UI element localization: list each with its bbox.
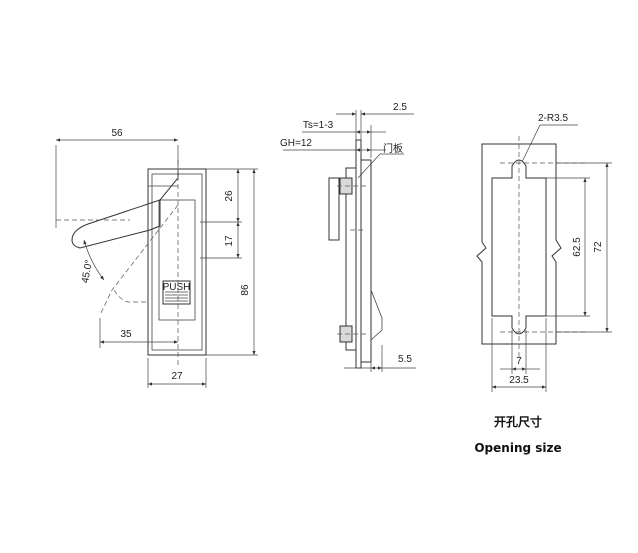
dim-17: 17: [224, 235, 235, 247]
dim-35: 35: [120, 329, 132, 340]
side-push-profile: [370, 289, 383, 341]
dim-23-5: 23.5: [509, 375, 529, 386]
dim-7: 7: [516, 356, 522, 367]
dim-86: 86: [240, 284, 251, 296]
latch-flange: [360, 159, 372, 363]
dim-5-5: 5.5: [398, 354, 412, 365]
dim-72: 72: [593, 241, 604, 253]
dim-ts: Ts=1-3: [303, 120, 334, 131]
angle-arc: [83, 239, 105, 281]
opening-view: 2-R3.5 62.5 72 7 23.5 开孔尺寸 Opening size: [474, 113, 612, 455]
latch-body-outline: [147, 168, 207, 356]
dim-gh: GH=12: [280, 138, 312, 149]
door-panel-label: 门板: [383, 142, 403, 155]
dim-2-5: 2.5: [393, 102, 407, 113]
latch-recess: [158, 199, 196, 321]
latch-body-inner: [151, 173, 203, 351]
side-body: [345, 167, 357, 351]
dim-56: 56: [111, 128, 123, 139]
caption-chinese: 开孔尺寸: [494, 414, 542, 429]
front-view: PUSH 45.0° 56 26 17 86 35 27: [55, 128, 258, 388]
dim-radius: 2-R3.5: [538, 113, 568, 124]
push-button: [162, 280, 191, 305]
side-view: 2.5 Ts=1-3 GH=12 门板 5.5: [280, 102, 416, 372]
caption-english: Opening size: [474, 441, 561, 455]
dim-angle: 45.0°: [80, 259, 95, 284]
open-position-line: [99, 204, 179, 316]
latch-lever: [71, 170, 179, 249]
side-lever: [328, 177, 340, 241]
dim-62-5: 62.5: [572, 237, 583, 257]
dim-26: 26: [224, 190, 235, 202]
dim-27: 27: [171, 371, 183, 382]
push-label: PUSH: [163, 282, 191, 293]
panel-outline: [476, 143, 562, 345]
